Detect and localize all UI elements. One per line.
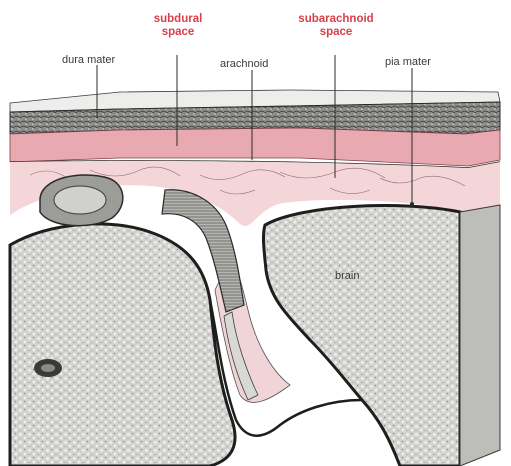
label-subdural-line2: space [148,26,208,39]
label-subarachnoid-line2: space [294,26,378,39]
label-pia-mater: pia mater [385,56,431,68]
pia-pointer-dot [410,202,414,206]
label-subdural-space: subdural space [148,13,208,39]
block-side-face [460,205,500,466]
label-subdural-line1: subdural [148,13,208,26]
brain-right-lobe [263,206,460,466]
label-subarachnoid-line1: subarachnoid [294,13,378,26]
label-brain: brain [335,270,359,282]
label-subarachnoid-space: subarachnoid space [294,13,378,39]
brain-left-lobe [10,224,235,466]
small-vessel-lumen [41,364,55,372]
label-arachnoid: arachnoid [220,58,268,70]
label-dura-mater: dura mater [62,54,115,66]
vessel-lumen [54,186,106,214]
